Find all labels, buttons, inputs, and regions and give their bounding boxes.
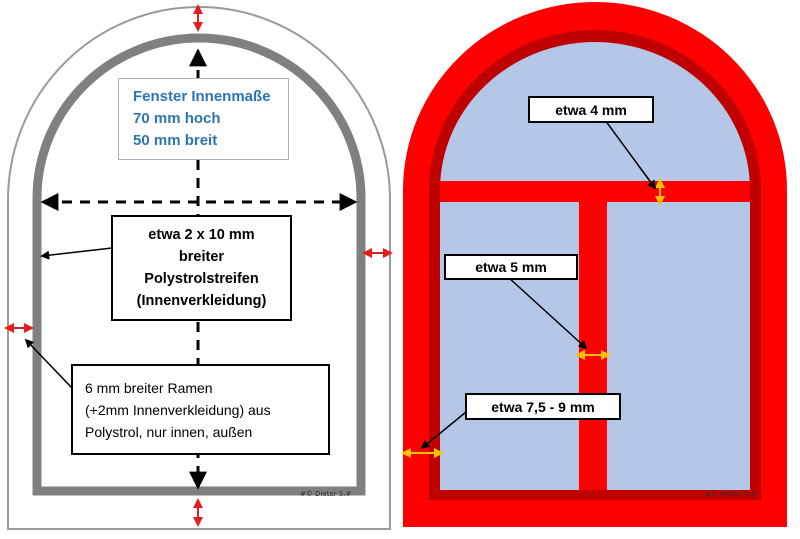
strip-label-line-4: (Innenverkleidung) bbox=[136, 293, 267, 309]
label-75mm-pointer-arrow bbox=[420, 411, 467, 450]
interior-dimensions-box: Fenster Innenmaße 70 mm hoch 50 mm breit bbox=[118, 78, 289, 160]
title-line-3: 50 mm breit bbox=[133, 132, 218, 149]
strip-label-line-1: etwa 2 x 10 mm bbox=[148, 227, 255, 243]
label-4mm-box: etwa 4 mm bbox=[528, 96, 654, 123]
strip-label-box: etwa 2 x 10 mm breiter Polystrolstreifen… bbox=[111, 215, 292, 321]
frame-label-line-3: Polystrol, nur innen, außen bbox=[85, 423, 253, 440]
label-75mm-text: etwa 7,5 - 9 mm bbox=[491, 398, 595, 415]
frame-pointer-arrow bbox=[24, 338, 73, 389]
label-5mm-box: etwa 5 mm bbox=[444, 254, 578, 280]
title-line-2: 70 mm hoch bbox=[133, 110, 221, 127]
label-4mm-pointer-arrow bbox=[604, 119, 657, 190]
label-4mm-text: etwa 4 mm bbox=[555, 101, 627, 118]
frame-label-line-2: (+2mm Innenverkleidung) aus bbox=[85, 401, 271, 418]
frame-label-box: 6 mm breiter Ramen (+2mm Innenverkleidun… bbox=[71, 364, 330, 455]
strip-label-line-3: Polystrolstreifen bbox=[144, 271, 259, 287]
right-credit: #© Dieter S.# bbox=[705, 490, 757, 498]
transom-bar bbox=[440, 181, 750, 202]
label-75mm-box: etwa 7,5 - 9 mm bbox=[465, 393, 621, 420]
left-credit: #© Dieter S.# bbox=[300, 490, 352, 498]
label-5mm-text: etwa 5 mm bbox=[475, 259, 547, 275]
frame-label-line-1: 6 mm breiter Ramen bbox=[85, 379, 213, 396]
title-line-1: Fenster Innenmaße bbox=[133, 88, 271, 105]
strip-pointer-arrow bbox=[40, 247, 113, 260]
strip-label-line-2: breiter bbox=[178, 249, 225, 265]
label-5mm-pointer-arrow bbox=[507, 276, 588, 350]
